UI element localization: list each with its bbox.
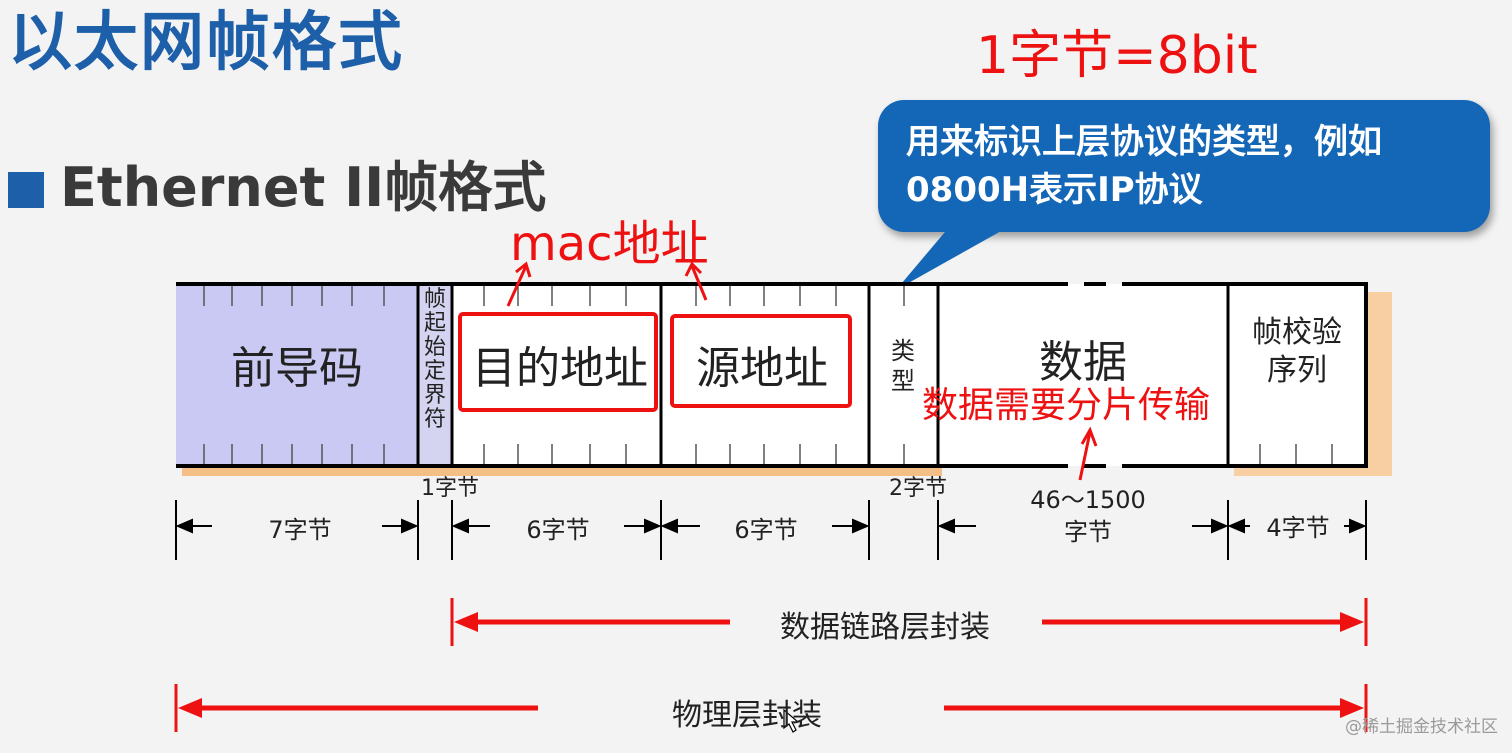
watermark: @稀土掘金技术社区 <box>1345 717 1498 737</box>
type-field-callout <box>878 100 1490 232</box>
mouse-cursor-icon <box>783 708 800 733</box>
dest-addr-size: 6字节 <box>526 516 590 544</box>
data-size-unit: 字节 <box>1064 518 1112 546</box>
data-label: 数据 <box>1039 337 1127 388</box>
data-size-range: 46～1500 <box>1030 486 1146 514</box>
preamble-cell <box>176 284 418 466</box>
preamble-label: 前导码 <box>231 343 363 394</box>
src-addr-label: 源地址 <box>696 343 828 394</box>
callout-tail <box>896 226 1010 290</box>
src-addr-size: 6字节 <box>734 516 798 544</box>
data-split-note: 数据需要分片传输 <box>922 385 1211 426</box>
dimension-lines <box>175 500 1367 560</box>
fcs-size: 4字节 <box>1266 514 1330 542</box>
split-pointer-arrow <box>1078 426 1098 481</box>
preamble-size: 7字节 <box>268 516 332 544</box>
dest-addr-label: 目的地址 <box>472 343 648 394</box>
sfd-cell <box>418 284 452 466</box>
dest-addr-highlight <box>458 312 658 412</box>
datalink-encap-arrow <box>450 598 1368 646</box>
mac-pointer-arrows <box>506 261 708 307</box>
page-title: 以太网帧格式 <box>8 6 404 80</box>
type-size: 2字节 <box>889 476 947 501</box>
sfd-label: 帧起始定界符 <box>423 287 446 432</box>
tick-marks <box>203 286 1333 464</box>
bullet-square-icon <box>8 172 44 208</box>
frame-outline <box>176 282 1368 468</box>
src-addr-highlight <box>670 314 852 408</box>
fcs-label: 帧校验序列 <box>1252 315 1342 388</box>
physical-encap-arrow <box>174 684 1368 732</box>
physical-encap-label: 物理层封装 <box>672 698 822 733</box>
type-label: 类型 <box>891 337 915 395</box>
byte-equals-note: 1字节=8bit <box>976 26 1258 86</box>
mac-address-note: mac地址 <box>510 216 709 272</box>
section-subtitle: Ethernet II帧格式 <box>60 156 547 219</box>
datalink-encap-label: 数据链路层封装 <box>780 610 990 645</box>
callout-text: 用来标识上层协议的类型，例如0800H表示IP协议 <box>906 122 1382 210</box>
sfd-size: 1字节 <box>421 476 479 501</box>
